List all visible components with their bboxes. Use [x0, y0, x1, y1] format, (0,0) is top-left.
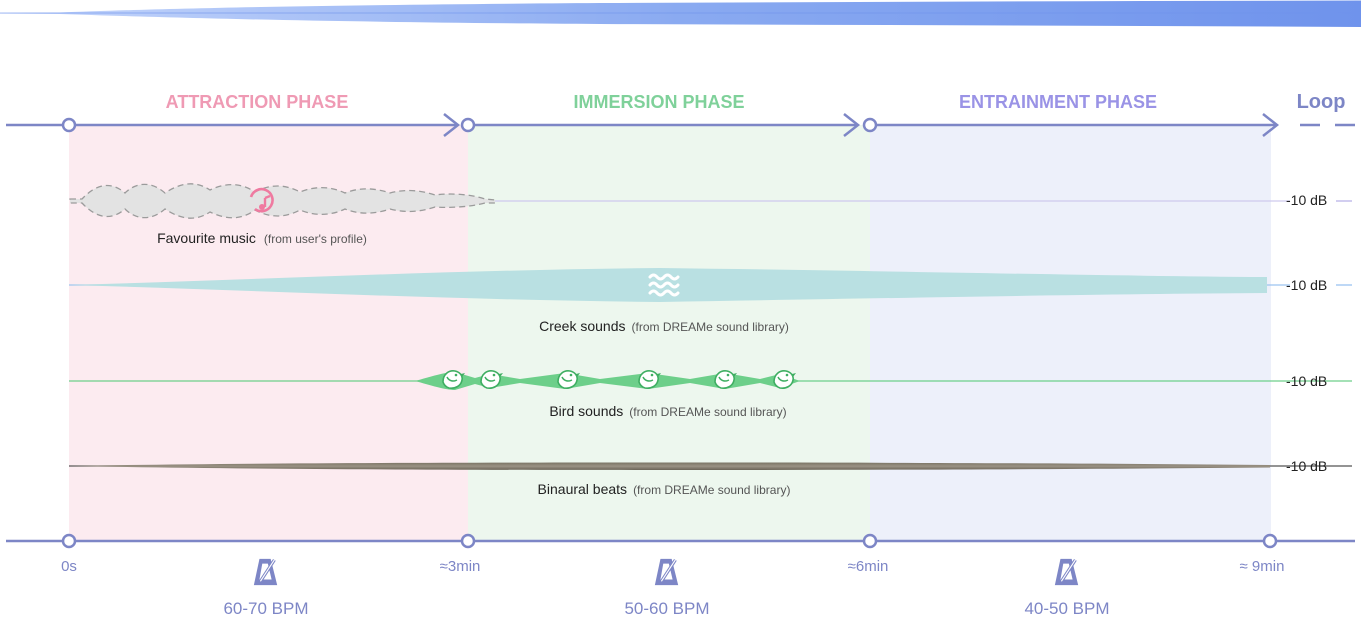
time-marker-3min: ≈3min — [440, 558, 481, 575]
phase-bg-entrainment — [870, 125, 1271, 541]
binaural-db-label: -10 dB — [1286, 458, 1327, 474]
metronome-icon — [653, 557, 680, 587]
loop-label: Loop — [1297, 91, 1346, 113]
creek-db-label: -10 dB — [1286, 277, 1327, 293]
creek-track-label: Creek sounds(from DREAMe sound library) — [539, 318, 789, 334]
phase-title-attraction: ATTRACTION PHASE — [166, 92, 349, 112]
creek-waveform — [69, 268, 1267, 302]
music-db-label: -10 dB — [1286, 192, 1327, 208]
music-track-label: Favourite music(from user's profile) — [157, 230, 367, 246]
bird-db-label: -10 dB — [1286, 373, 1327, 389]
time-marker-6min: ≈6min — [848, 558, 889, 575]
bottom-axis-markers — [61, 533, 1278, 549]
time-marker-0: 0s — [61, 558, 77, 575]
binaural-waveform — [69, 462, 1270, 470]
music-waveform — [69, 183, 496, 219]
music-note-icon — [249, 187, 274, 213]
top-axis — [6, 113, 1355, 137]
bird-waveform — [415, 372, 800, 390]
metronome-icon — [252, 557, 279, 587]
bpm-label-immersion: 50-60 BPM — [624, 599, 709, 618]
top-axis-markers — [61, 117, 878, 133]
bpm-label-attraction: 60-70 BPM — [223, 599, 308, 618]
top-waveform — [0, 0, 1361, 27]
metronome-icon — [1053, 557, 1080, 587]
bird-track-label: Bird sounds(from DREAMe sound library) — [549, 403, 786, 419]
time-marker-9min: ≈ 9min — [1240, 558, 1285, 575]
water-waves-icon — [648, 273, 680, 297]
phase-title-immersion: IMMERSION PHASE — [573, 92, 744, 112]
phase-bg-immersion — [468, 125, 870, 541]
phase-title-entrainment: ENTRAINMENT PHASE — [959, 92, 1157, 112]
binaural-track-label: Binaural beats(from DREAMe sound library… — [538, 481, 791, 497]
bpm-label-entrainment: 40-50 BPM — [1024, 599, 1109, 618]
